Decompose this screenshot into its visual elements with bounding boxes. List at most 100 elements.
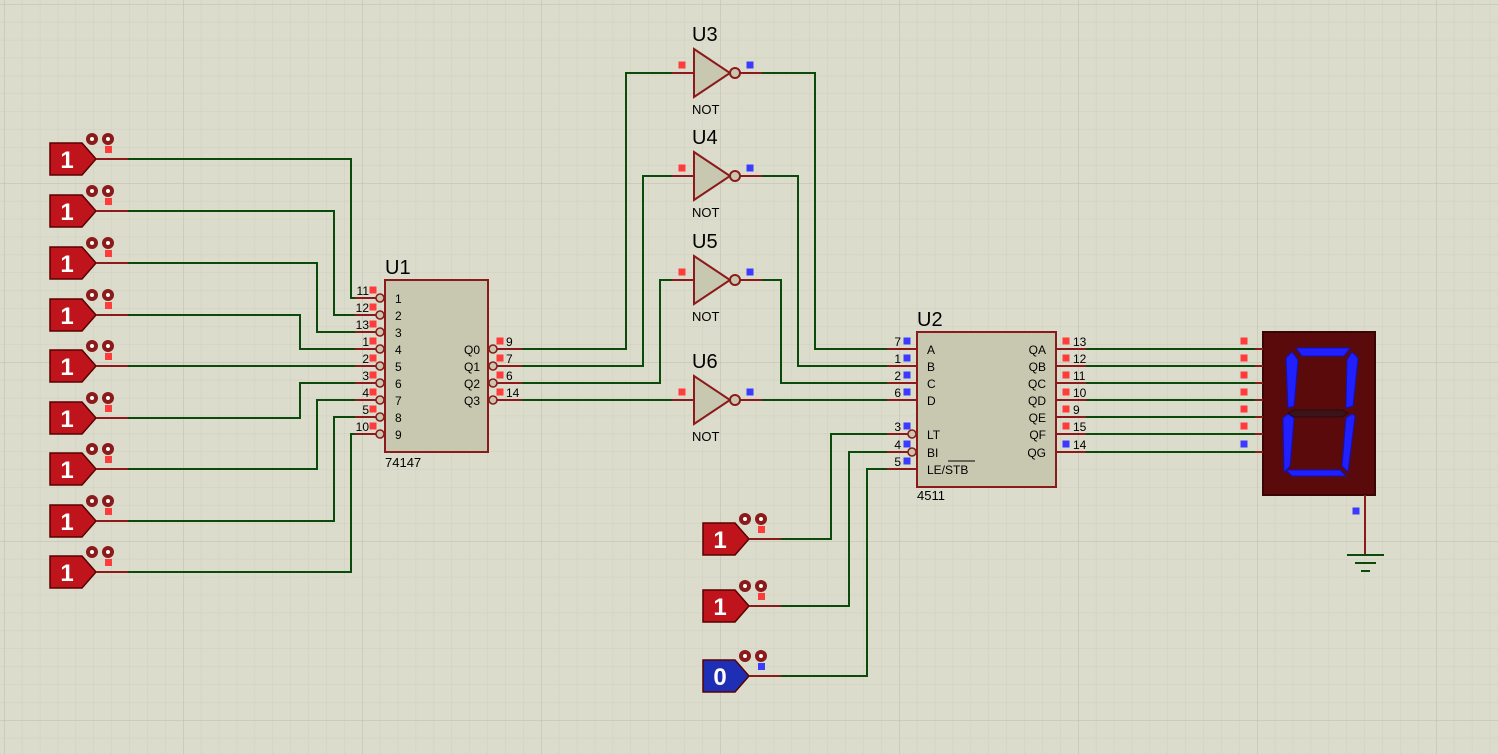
logic-state-body[interactable]: [49, 452, 97, 486]
u2-pin-number: 6: [894, 386, 901, 400]
u2-pin-name: QD: [1028, 394, 1046, 408]
toggle-dot-icon: [90, 396, 94, 400]
not-gate-body[interactable]: [693, 47, 732, 99]
u2-pin-number: 15: [1073, 420, 1087, 434]
logic-state-control-3[interactable]: 0: [702, 650, 781, 693]
u1-pin-name: 3: [395, 326, 402, 340]
u2-body[interactable]: [916, 331, 1057, 488]
logic-state-input-7[interactable]: 1: [49, 443, 128, 486]
u1-pin-bubble: [375, 412, 385, 422]
u2-pin-state: [1062, 422, 1070, 430]
toggle-dot-icon: [743, 654, 747, 658]
pin-state-marker: [758, 526, 765, 533]
logic-state-body[interactable]: [49, 194, 97, 228]
logic-state-input-6[interactable]: 1: [49, 392, 128, 435]
segment-a: [1295, 347, 1351, 357]
not-gate-body[interactable]: [693, 254, 732, 306]
pin-state-marker: [105, 508, 112, 515]
u2-part: 4511: [917, 488, 945, 503]
logic-state-control-1[interactable]: 1: [702, 513, 781, 556]
not-gate-body[interactable]: [693, 374, 732, 426]
toggle-dot-icon: [106, 241, 110, 245]
wire-control-1: [781, 433, 887, 540]
logic-state-value: 1: [60, 303, 73, 330]
toggle-dot-icon: [90, 293, 94, 297]
gate-type: NOT: [692, 309, 720, 324]
not-gate-body[interactable]: [693, 150, 732, 202]
toggle-dot-icon: [759, 654, 763, 658]
u2-pin-name: BI: [927, 446, 938, 460]
logic-state-input-9[interactable]: 1: [49, 546, 128, 589]
u2-pin-state: [903, 371, 911, 379]
u2-pin-state: [903, 354, 911, 362]
logic-state-body[interactable]: [49, 504, 97, 538]
toggle-dot-icon: [759, 584, 763, 588]
u2-pin-number: 9: [1073, 403, 1080, 417]
gate-input-state: [678, 164, 686, 172]
u1-pin-name: 1: [395, 292, 402, 306]
wire-control-3: [781, 468, 887, 677]
u1-pin-name: 5: [395, 360, 402, 374]
logic-state-value: 1: [60, 406, 73, 433]
u1-part: 74147: [385, 455, 421, 470]
u1-74147[interactable]: U17414711112213314253647581099Q07Q16Q214…: [355, 257, 522, 470]
logic-state-body[interactable]: [49, 142, 97, 176]
toggle-dot-icon: [90, 499, 94, 503]
u1-pin-number: 2: [362, 352, 369, 366]
logic-state-body[interactable]: [49, 298, 97, 332]
logic-state-body[interactable]: [49, 401, 97, 435]
logic-state-body[interactable]: [49, 349, 97, 383]
u2-pin-name: QE: [1029, 411, 1046, 425]
logic-state-body[interactable]: [49, 246, 97, 280]
display-pin-state: [1240, 405, 1248, 413]
gate-output-state: [746, 388, 754, 396]
logic-state-body[interactable]: [702, 522, 750, 556]
logic-state-body[interactable]: [702, 589, 750, 623]
gate-ref: U4: [692, 127, 718, 149]
u1-pin-name: 7: [395, 394, 402, 408]
u2-pin-number: 12: [1073, 352, 1087, 366]
gate-input-state: [678, 268, 686, 276]
u1-body[interactable]: [384, 279, 489, 453]
u1-pin-name: Q0: [464, 343, 480, 357]
u1-pin-bubble: [375, 293, 385, 303]
u1-pin-state: [369, 320, 377, 328]
logic-state-input-1[interactable]: 1: [49, 133, 128, 176]
gate-ref: U5: [692, 231, 718, 253]
toggle-dot-icon: [743, 584, 747, 588]
logic-state-body[interactable]: [49, 555, 97, 589]
u1-pin-number: 5: [362, 403, 369, 417]
u1-pin-state: [496, 371, 504, 379]
logic-state-input-5[interactable]: 1: [49, 340, 128, 383]
display-pin-state: [1240, 337, 1248, 345]
logic-state-control-2[interactable]: 1: [702, 580, 781, 623]
u1-pin-bubble: [375, 429, 385, 439]
toggle-dot-icon: [106, 137, 110, 141]
logic-state-input-2[interactable]: 1: [49, 185, 128, 228]
logic-state-input-4[interactable]: 1: [49, 289, 128, 332]
u1-ref: U1: [385, 257, 411, 279]
u2-pin-name: QB: [1029, 360, 1046, 374]
u2-4511[interactable]: U245117A1B2C6D3LT4BI5LE/STB13QA12QB11QC1…: [887, 309, 1087, 503]
u2-pin-number: 2: [894, 369, 901, 383]
gate-type: NOT: [692, 429, 720, 444]
toggle-dot-icon: [90, 189, 94, 193]
seven-segment-display[interactable]: [1255, 331, 1384, 572]
wire-input-6: [128, 382, 355, 419]
logic-state-body[interactable]: [702, 659, 750, 693]
logic-state-value: 1: [60, 147, 73, 174]
segment-e: [1282, 413, 1295, 474]
u2-pin-number: 5: [894, 455, 901, 469]
wire-input-4: [128, 314, 355, 350]
u2-pin-state: [1062, 354, 1070, 362]
u1-pin-number: 10: [356, 420, 370, 434]
logic-state-input-3[interactable]: 1: [49, 237, 128, 280]
logic-state-input-8[interactable]: 1: [49, 495, 128, 538]
u1-pin-state: [496, 337, 504, 345]
u2-pin-name: B: [927, 360, 935, 374]
